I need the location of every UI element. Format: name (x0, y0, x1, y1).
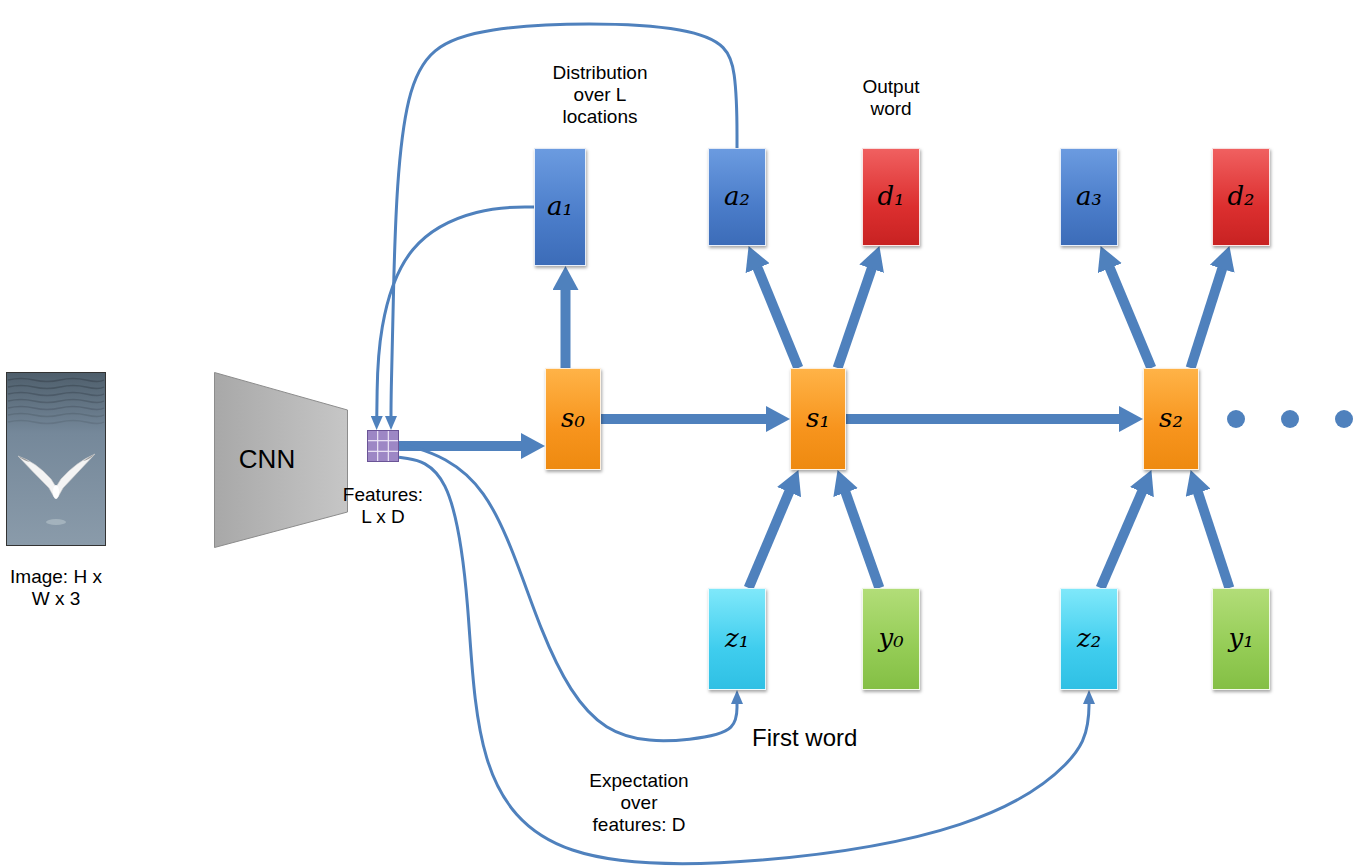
attention-box: a₂ (708, 148, 766, 246)
water-ripple (8, 400, 104, 403)
grid-line (377, 431, 378, 461)
math-symbol: d₂ (1227, 182, 1254, 212)
continuation-dot (1335, 410, 1353, 428)
hidden-state-box: s₁ (790, 368, 846, 470)
math-symbol: a₂ (724, 182, 750, 212)
water-ripple (8, 421, 104, 424)
bird-reflection (46, 519, 66, 525)
flow-arrow (1101, 491, 1143, 588)
feature-grid-shape (367, 430, 399, 462)
math-symbol: s₂ (1159, 404, 1183, 434)
annotation-label: Distribution over L locations (550, 62, 650, 128)
math-symbol: a₃ (1076, 182, 1102, 212)
photo-illustration (6, 372, 106, 546)
cnn-trapezoid (215, 373, 348, 548)
math-symbol: z₂ (1077, 624, 1101, 654)
bird-body (53, 485, 59, 499)
input-word-box: y₀ (862, 588, 920, 690)
bird-wingtip (18, 456, 30, 462)
cnn-block: CNN (214, 372, 348, 548)
water-ripple (8, 386, 104, 389)
water-ripple (8, 393, 104, 396)
input-word-box: y₁ (1212, 588, 1270, 690)
math-symbol: y₀ (878, 624, 903, 654)
water-ripple (8, 379, 104, 382)
flow-arrow (845, 492, 879, 588)
node-caption: Image: H x W x 3 (6, 566, 106, 610)
grid-cell-area (368, 431, 399, 462)
annotation-label: Expectation over features: D (585, 770, 693, 836)
grid-line (368, 440, 398, 441)
flow-arrow (838, 268, 872, 368)
math-symbol: y₁ (1228, 624, 1253, 654)
annotation-label: Output word (855, 76, 927, 120)
annotation-label: First word (752, 724, 857, 752)
bird-wingtip (83, 454, 95, 461)
attention-box: a₁ (534, 148, 586, 266)
node-caption: Features: L x D (339, 484, 427, 528)
continuation-dot (1227, 410, 1245, 428)
water-ripple (8, 407, 104, 410)
math-symbol: s₀ (561, 404, 585, 434)
attention-curve (377, 207, 534, 417)
grid-line (388, 431, 389, 461)
math-symbol: z₁ (725, 624, 749, 654)
continuation-dot (1281, 410, 1299, 428)
attention-curve (399, 443, 737, 741)
grid-line (368, 451, 398, 452)
attention-box: a₃ (1060, 148, 1118, 246)
hidden-state-box: s₂ (1143, 368, 1199, 470)
math-symbol: s₁ (806, 404, 830, 434)
flow-arrow (1198, 492, 1230, 588)
context-vector-box: z₁ (708, 588, 766, 690)
feature-grid: Features: L x D (367, 430, 399, 462)
flow-arrow (1191, 268, 1223, 368)
math-symbol: a₁ (547, 192, 573, 222)
output-word-box: d₂ (1212, 148, 1270, 246)
math-symbol: d₁ (877, 182, 904, 212)
hidden-state-box: s₀ (545, 368, 601, 470)
attention-curve (399, 457, 1089, 863)
water-background (7, 373, 106, 546)
flow-arrow (1109, 267, 1151, 368)
water-ripple (8, 414, 104, 417)
context-vector-box: z₂ (1060, 588, 1118, 690)
output-word-box: d₁ (862, 148, 920, 246)
block-label: CNN (239, 445, 295, 475)
flow-arrow (601, 414, 767, 424)
flow-arrow (846, 414, 1120, 424)
input-photo: Image: H x W x 3 (6, 372, 106, 546)
attention-curve (391, 24, 737, 417)
flow-arrow (749, 491, 790, 588)
flow-arrow (561, 289, 571, 368)
flow-arrow (757, 267, 798, 368)
